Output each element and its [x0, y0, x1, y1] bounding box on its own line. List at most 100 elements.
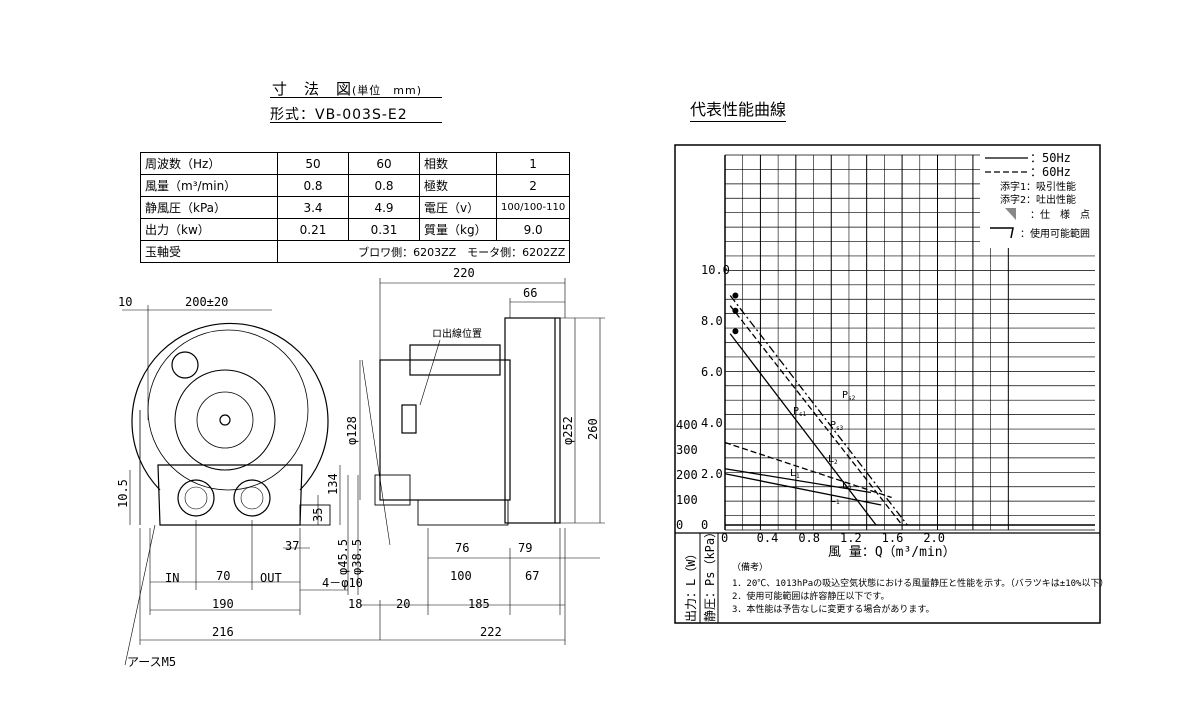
dim-37: 37 — [285, 539, 299, 553]
dimension-unit: (単位 mm) — [352, 84, 423, 97]
legend-spec-point: ：仕 様 点 — [1030, 208, 1090, 221]
spec-point-icon — [1005, 208, 1016, 220]
dim-18: 18 — [348, 597, 362, 611]
cable-outlet — [401, 404, 417, 434]
table-row: 玉軸受 ブロワ側：6203ZZ モータ側：6202ZZ — [140, 240, 571, 263]
label-l3: L1 — [830, 494, 840, 506]
y-axis-pressure-label: 静圧：Ps（kPa） — [703, 526, 717, 622]
series-ps2 — [729, 305, 903, 526]
label-l1: L1 — [790, 468, 800, 480]
bearing-value: ブロワ側：6203ZZ モータ側：6202ZZ — [276, 240, 571, 263]
dim-76: 76 — [455, 541, 469, 555]
note-3: 3．本性能は予告なしに変更する場合があります。 — [732, 603, 935, 615]
legend-60hz: ：60Hz — [1030, 165, 1071, 179]
x-tick-label: 0.4 — [757, 531, 779, 545]
terminal-box — [409, 344, 501, 376]
inlet-label: IN — [165, 571, 179, 585]
dim-35: 35 — [311, 508, 325, 522]
label-l2b: L2 — [842, 480, 852, 492]
dim-252: φ252 — [561, 416, 575, 445]
y-tick-power-label: 100 — [676, 493, 698, 507]
note-2: 2．使用可能範囲は許容静圧以下です。 — [732, 590, 890, 602]
x-tick-label: 1.2 — [840, 531, 862, 545]
dim-38-5: φ38.5 — [350, 539, 364, 575]
series-ps3 — [729, 295, 908, 526]
legend-suction: 添字1：吸引性能 — [1000, 180, 1076, 193]
chart-series — [724, 292, 908, 526]
y-tick-power-label: 0 — [676, 518, 683, 532]
dim-190: 190 — [212, 597, 234, 611]
dimension-drawing: 220 66 10 200±20 ロ出線位置 φ128 φ252 260 134… — [116, 266, 605, 669]
mass-value: 9.0 — [495, 218, 571, 241]
x-tick-label: 0 — [721, 531, 728, 545]
dim-4-holes: 4－φ10 — [322, 576, 363, 590]
bearing-label: 玉軸受 — [140, 240, 278, 263]
usable-range-icon — [990, 227, 1014, 239]
series-l3 — [724, 473, 882, 506]
spec-marker — [732, 307, 739, 314]
notes-heading: （備考） — [732, 561, 768, 573]
inlet-port — [177, 479, 215, 517]
legend-50hz: ：50Hz — [1030, 151, 1071, 165]
chart-title: 代表性能曲線 — [690, 96, 787, 122]
x-tick-label: 2.0 — [923, 531, 945, 545]
spec-marker — [732, 328, 739, 335]
dim-220: 220 — [453, 266, 475, 280]
y-axis-power-label: 出力：L（W） — [684, 548, 698, 622]
chart-frame — [674, 144, 1101, 624]
table-row: 出力（kw） 0.21 0.31 質量（kg） 9.0 — [140, 218, 571, 241]
motor-body — [379, 359, 511, 501]
earth-label: アースM5 — [127, 655, 176, 669]
label-l2: L2 — [828, 454, 838, 466]
note-1: 1．20℃、1013hPaの吸込空気状態における風量静圧と性能を示す。（バラツキ… — [732, 577, 1106, 589]
dim-260: 260 — [586, 418, 600, 440]
spec-marker — [732, 292, 739, 299]
y-tick-power-label: 400 — [676, 418, 698, 432]
label-ps3: Ps3 — [830, 420, 844, 432]
dimension-title: 寸 法 図(単位 mm) — [272, 78, 422, 99]
x-tick-label: 1.6 — [882, 531, 904, 545]
dim-128: φ128 — [345, 416, 359, 445]
outlet-port — [233, 479, 271, 517]
legend-usable-range: ：使用可能範囲 — [1020, 227, 1090, 240]
spec-table: 周波数（Hz） 50 60 相数 1 風量（m³/min） 0.8 0.8 極数… — [140, 152, 571, 263]
dim-10-5: 10.5 — [116, 479, 130, 508]
y-tick-pressure-label: 6.0 — [701, 365, 723, 379]
x-axis-label: 風 量：Q（m³/min） — [828, 545, 956, 560]
airflow-label: 風量（m³/min） — [140, 174, 278, 197]
title-underline — [270, 97, 442, 98]
model-label: 形式：VB-003S-E2 — [270, 107, 408, 123]
series-l1 — [724, 468, 871, 494]
y-tick-pressure-label: 10.0 — [701, 263, 730, 277]
poles-label: 極数 — [419, 174, 497, 197]
dim-100: 100 — [450, 569, 472, 583]
series-l2 — [724, 441, 892, 499]
mass-label: 質量（kg） — [419, 218, 497, 241]
y-tick-pressure-label: 8.0 — [701, 314, 723, 328]
label-ps2: Ps2 — [842, 390, 856, 402]
dim-10: 10 — [118, 295, 132, 309]
dim-67: 67 — [525, 569, 539, 583]
dim-216: 216 — [212, 625, 234, 639]
cable-position-label: ロ出線位置 — [432, 327, 482, 340]
outlet-label: OUT — [260, 571, 282, 585]
pressure-50: 3.4 — [277, 196, 349, 219]
x-tick-label: 0.8 — [798, 531, 820, 545]
blower-casing — [131, 322, 329, 491]
legend-discharge: 添字2：吐出性能 — [1000, 193, 1076, 206]
dim-70: 70 — [216, 569, 230, 583]
dim-20: 20 — [396, 597, 410, 611]
y-tick-power-label: 200 — [676, 468, 698, 482]
dim-200: 200±20 — [185, 295, 228, 309]
series-ps1 — [729, 333, 877, 526]
dim-45-5: φ45.5 — [336, 539, 350, 575]
y-tick-power-label: 300 — [676, 443, 698, 457]
y-tick-pressure-label: 2.0 — [701, 467, 723, 481]
poles-value: 2 — [495, 174, 571, 197]
dim-185: 185 — [468, 597, 490, 611]
dimension-title-text: 寸 法 図 — [272, 80, 353, 98]
y-tick-pressure-label: 0 — [701, 518, 708, 532]
dim-222: 222 — [480, 625, 502, 639]
